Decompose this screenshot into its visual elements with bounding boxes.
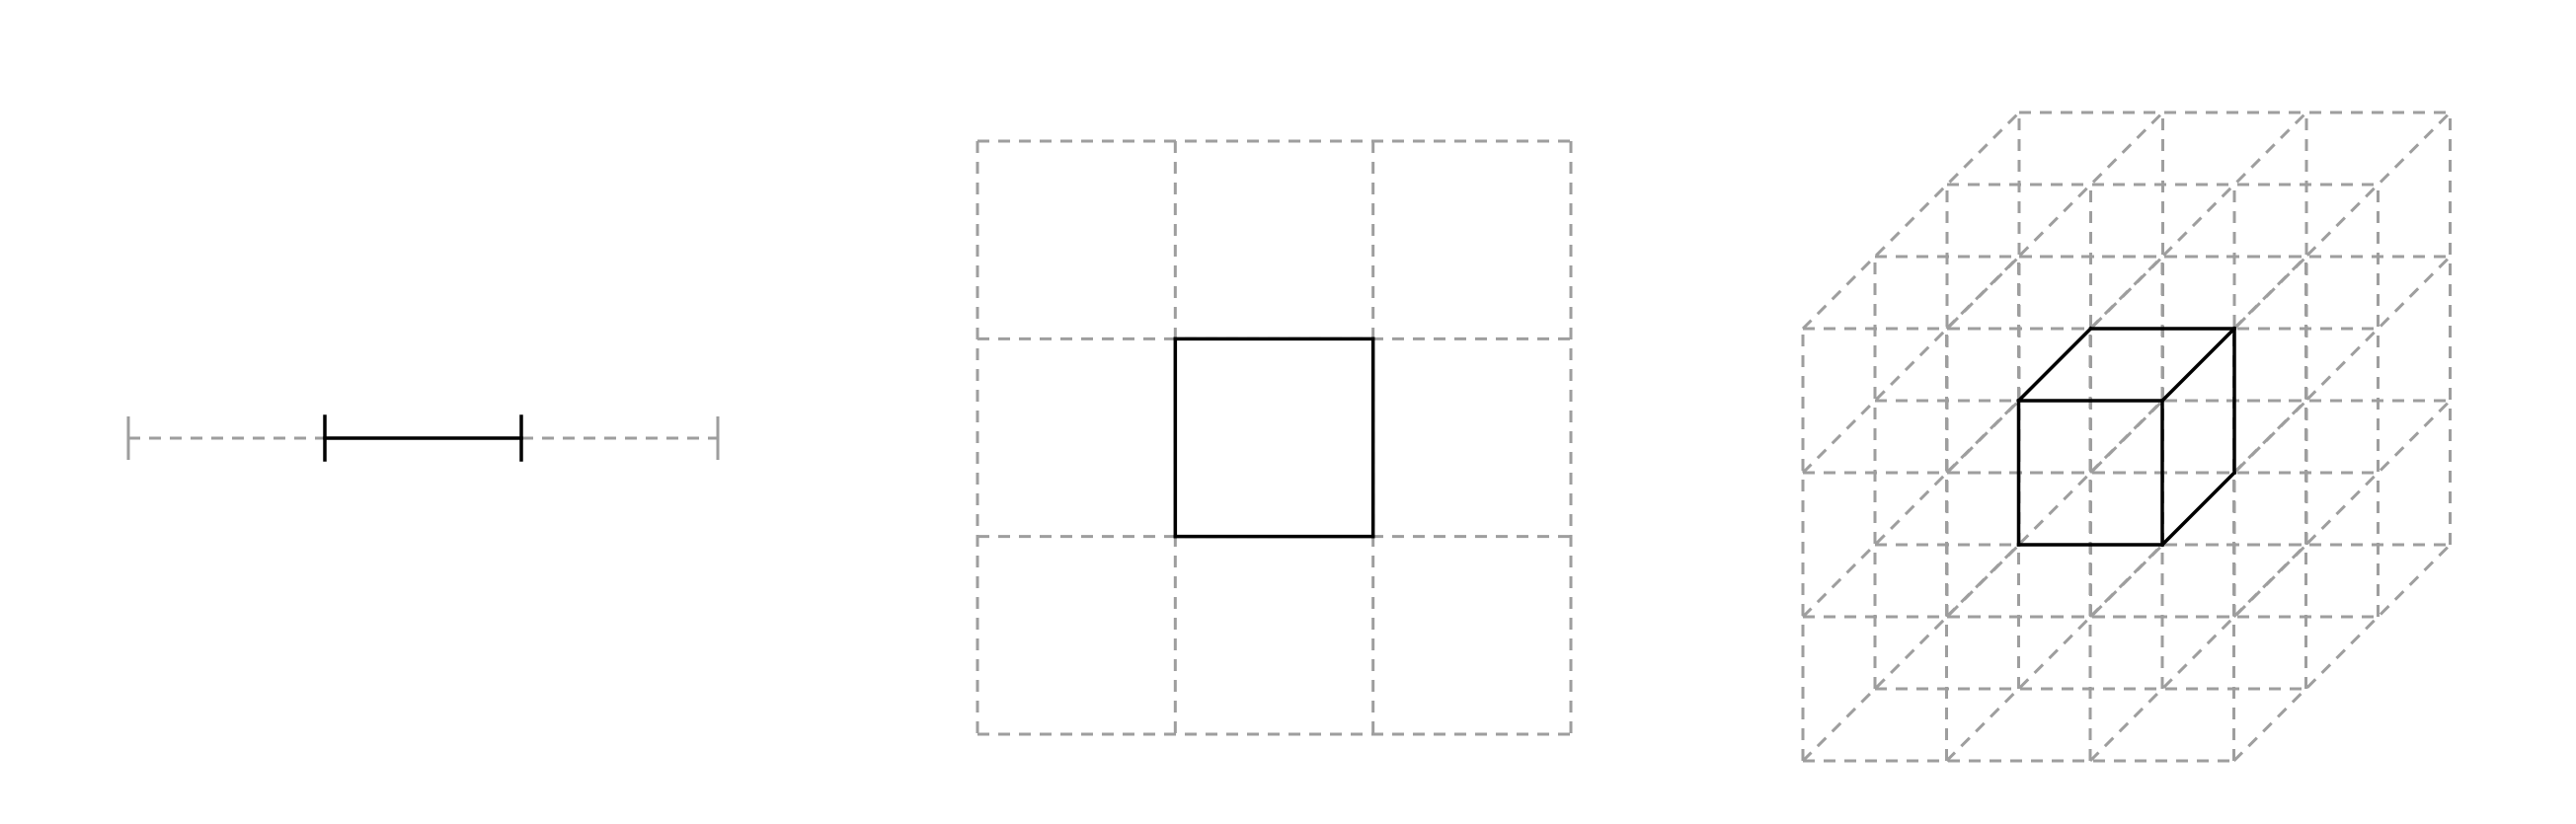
highlight-cube-edge [2159,326,2237,404]
lattice-line-depth [2088,111,2308,331]
two-dimensional-panel [976,139,1573,736]
highlighted-segment [323,414,523,462]
highlighted-cube [2016,326,2237,548]
lattice-line-depth [2232,399,2452,619]
lattice-line-depth [1801,111,2021,331]
lattice-line-depth [1945,111,2164,331]
one-dimensional-panel [126,414,720,462]
lattice-line-depth [2232,255,2452,475]
highlight-cube-edge [2159,470,2237,548]
highlight-cube-edge [2016,326,2093,404]
lattice-line-depth [2232,543,2452,763]
highlighted-square [1173,337,1375,539]
lattice-line-depth [2232,111,2452,331]
three-dimensional-panel [1801,111,2452,763]
line-grid [126,416,720,460]
